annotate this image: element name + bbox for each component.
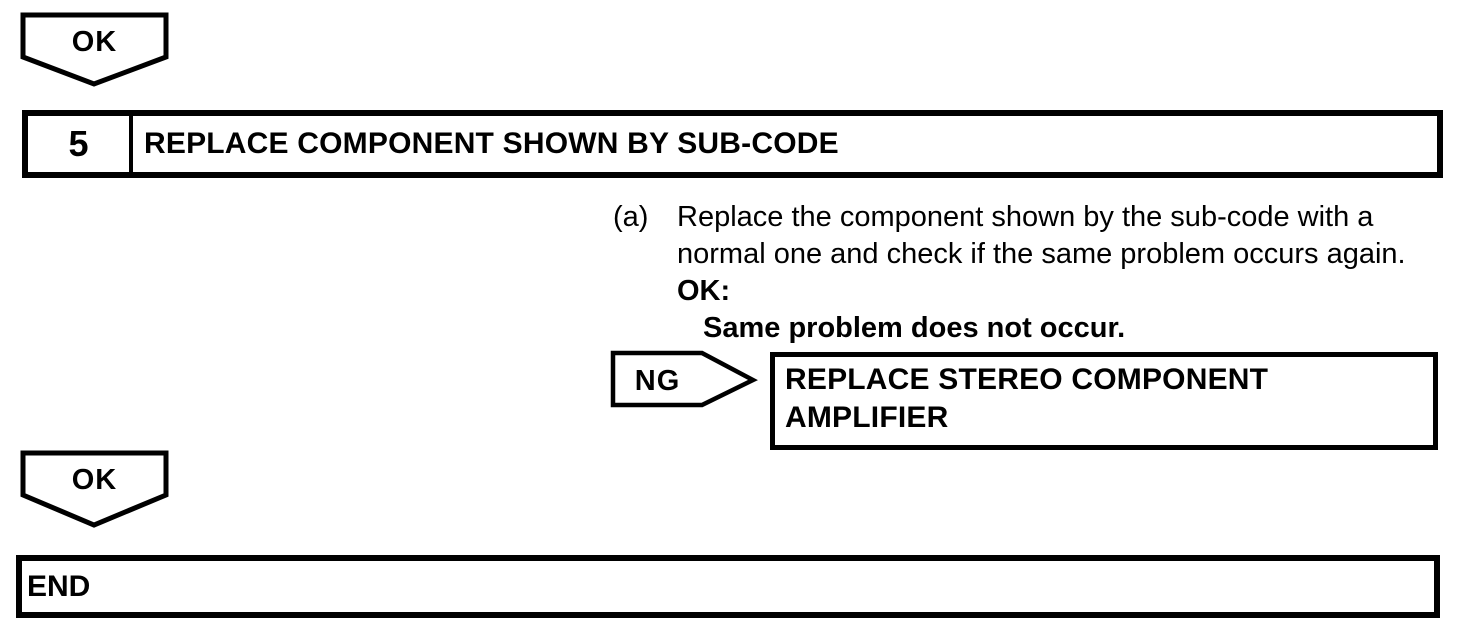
end-box: END: [16, 555, 1440, 618]
ok-connector-top-label: OK: [71, 26, 118, 58]
ok-condition-label: OK:: [677, 275, 731, 307]
step-box: 5 REPLACE COMPONENT SHOWN BY SUB-CODE: [22, 110, 1443, 178]
ok-connector-bottom-label: OK: [71, 464, 118, 496]
ok-connector-bottom-shape: [20, 450, 169, 528]
ok-condition-text: Same problem does not occur.: [703, 312, 1126, 344]
ng-action-line-2: AMPLIFIER: [785, 401, 949, 434]
instruction-block: (a) Replace the component shown by the s…: [613, 199, 1463, 347]
step-number: 5: [28, 116, 133, 172]
ok-connector-top-shape: [20, 12, 169, 87]
instruction-line-1: Replace the component shown by the sub-c…: [677, 201, 1374, 233]
ng-action-box: REPLACE STEREO COMPONENT AMPLIFIER: [770, 352, 1438, 450]
ng-connector-shape: [610, 350, 758, 408]
instruction-marker: (a): [613, 201, 649, 233]
ng-action-line-1: REPLACE STEREO COMPONENT: [785, 363, 1269, 396]
ok-connector-top-pentagon: [20, 12, 169, 87]
step-title: REPLACE COMPONENT SHOWN BY SUB-CODE: [144, 127, 839, 160]
end-label: END: [27, 569, 91, 603]
instruction-line-2: normal one and check if the same problem…: [677, 238, 1406, 270]
ok-connector-bottom-pentagon: [20, 450, 169, 528]
ng-connector-pentagon: [610, 350, 758, 408]
ng-connector-label: NG: [634, 365, 681, 397]
